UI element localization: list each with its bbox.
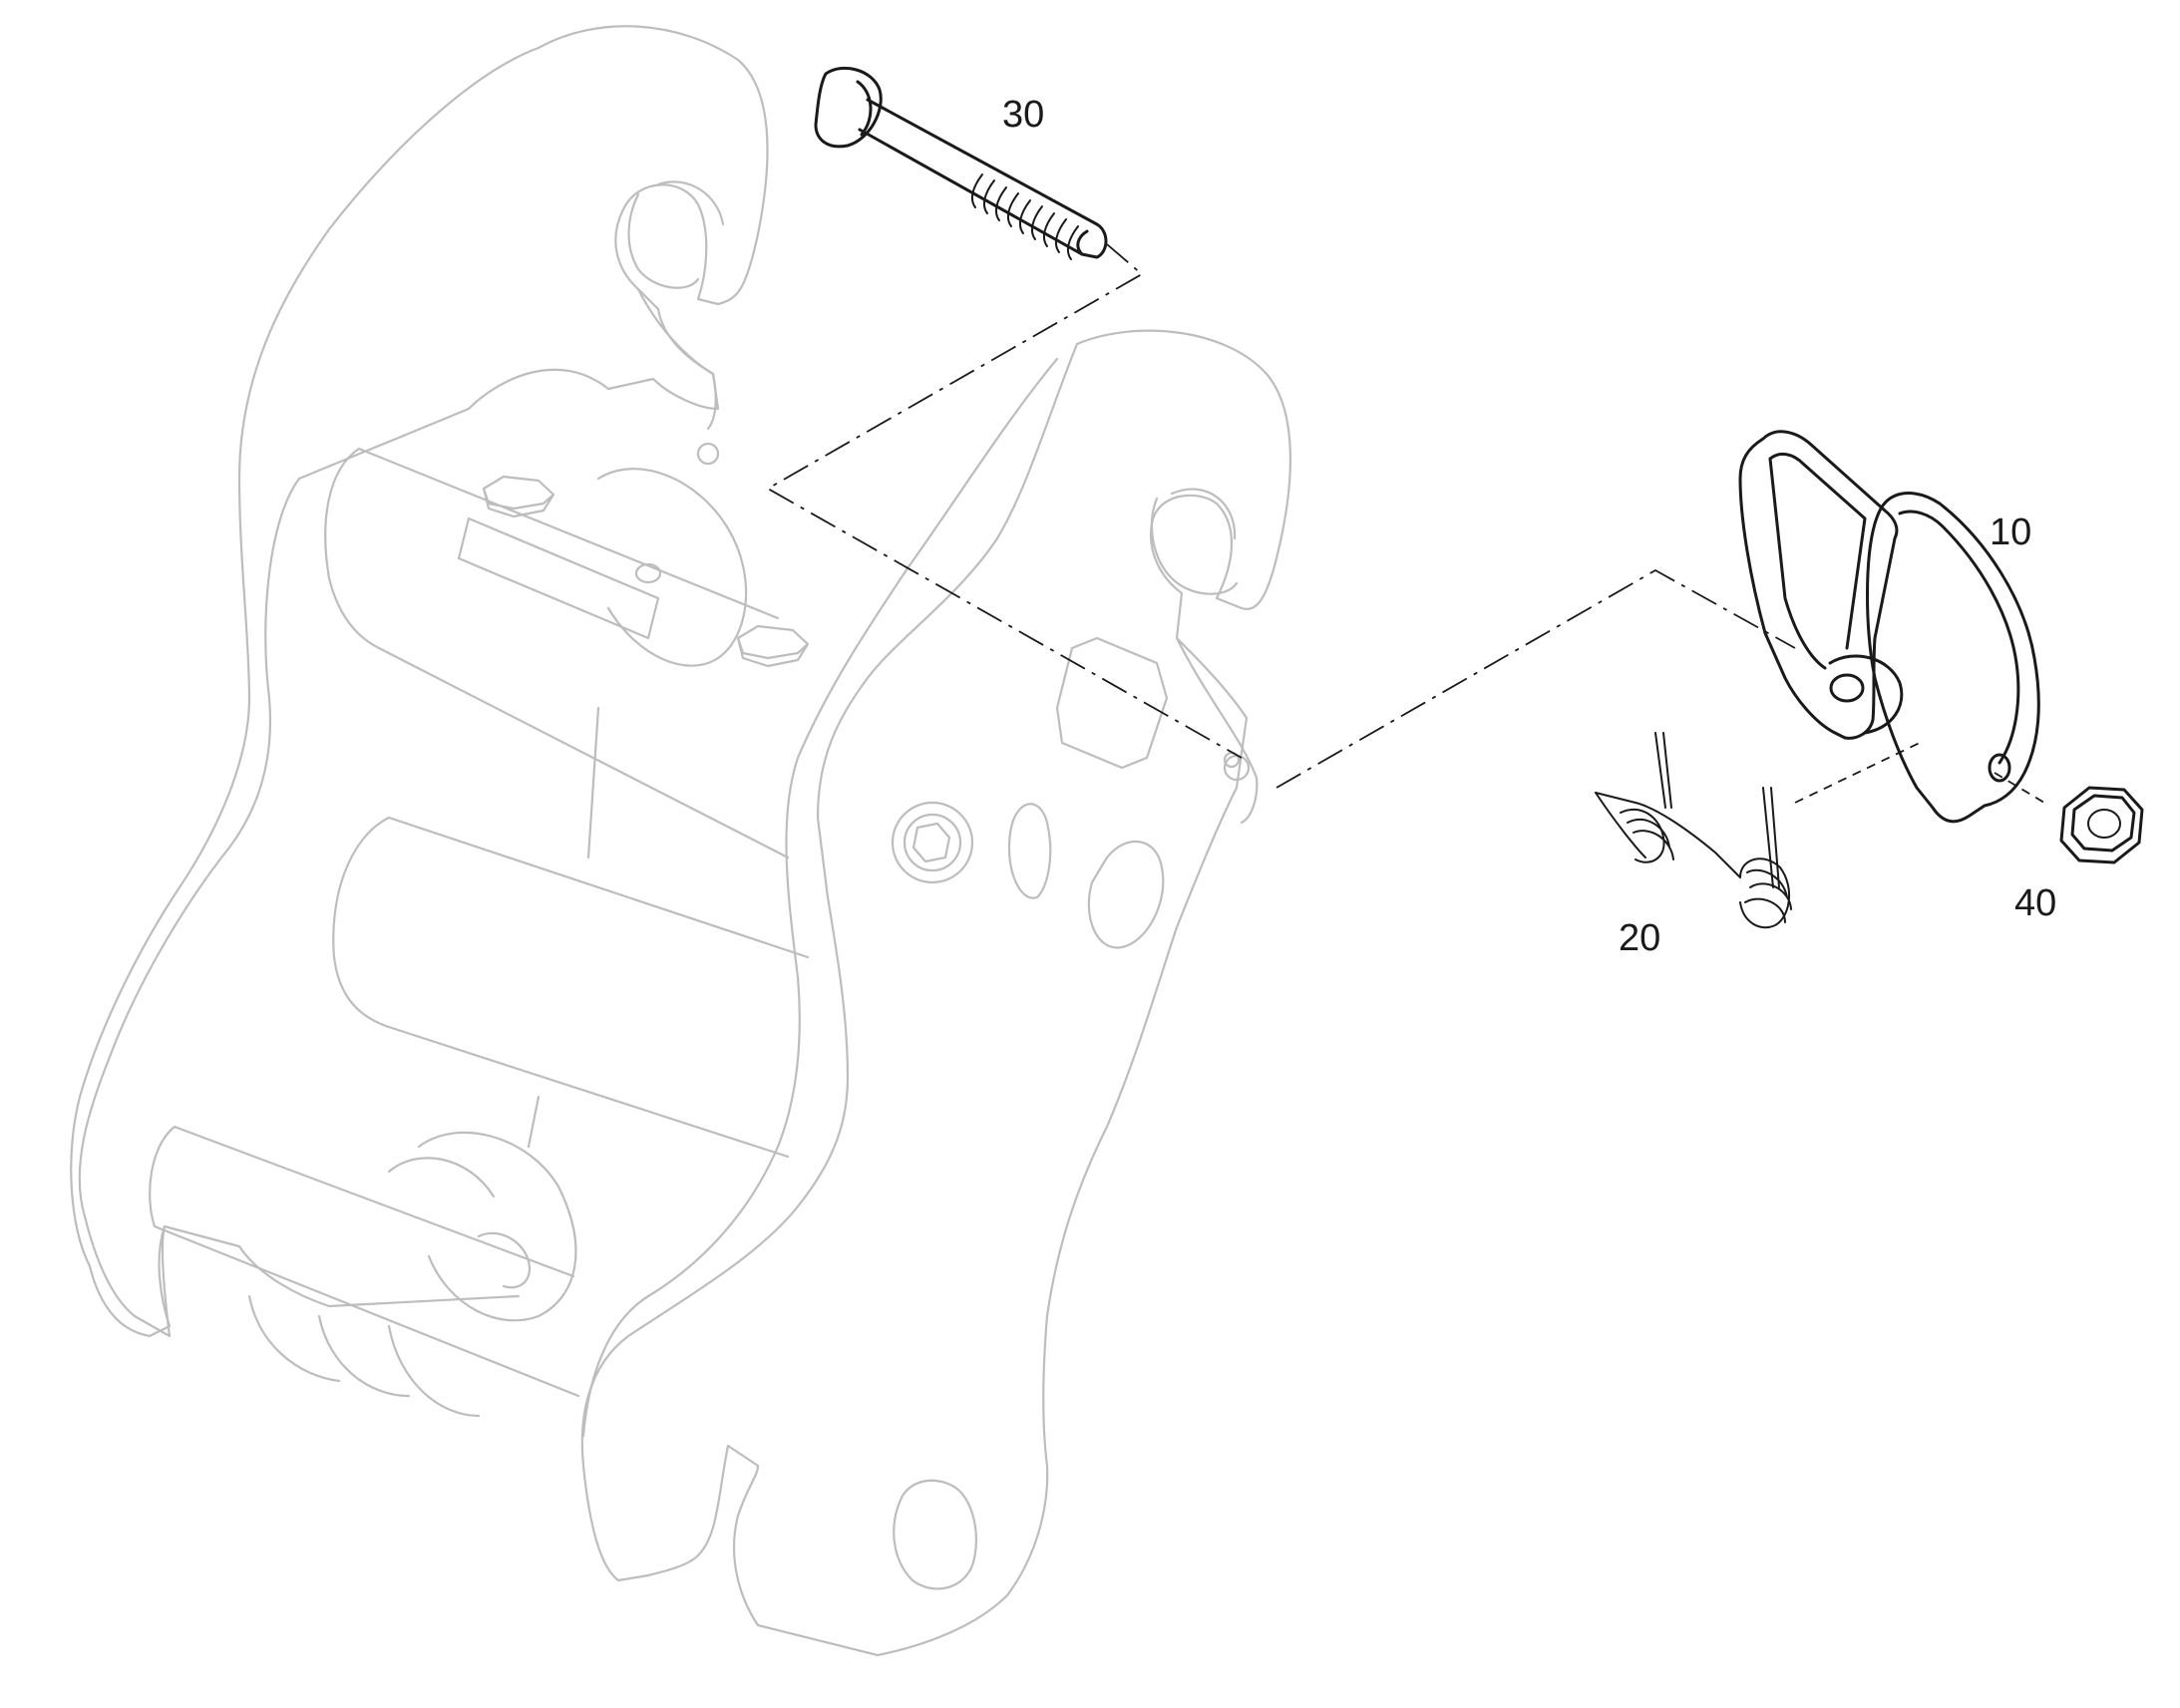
bolt-tip <box>1076 222 1108 259</box>
socket-bolt-inner <box>903 813 962 872</box>
lower-shaft <box>149 1125 580 1398</box>
nut-outline <box>2059 786 2144 864</box>
latch-back-plate <box>1738 430 1899 740</box>
bolt-shank <box>858 98 1099 256</box>
front-plate-inner-edge <box>581 357 1059 1438</box>
front-bottom-hook <box>893 1479 977 1590</box>
front-side-plate <box>580 329 1292 1657</box>
latch-front-plate <box>1866 492 2040 824</box>
nut-bore <box>2087 809 2121 839</box>
rear-plate-tab <box>636 287 717 431</box>
latch-lug <box>1828 654 1904 735</box>
latch-back-inner <box>1768 452 1867 670</box>
latch-hole-rear <box>1829 673 1865 703</box>
middle-cylinder <box>332 816 810 1159</box>
part-30-bolt <box>814 66 1108 260</box>
callout-30: 30 <box>1002 94 1044 136</box>
rear-bottom-hook <box>88 1224 172 1338</box>
part-40-nut <box>2059 786 2144 864</box>
square-pad <box>1055 636 1169 770</box>
oval-hole <box>1087 840 1165 949</box>
spring-leg-left <box>1654 732 1672 809</box>
frame-tie <box>527 706 600 1149</box>
rear-hook <box>627 180 725 289</box>
spring-coil-left <box>1595 792 1674 863</box>
hex-bolt-left <box>482 475 555 518</box>
bolt-head-face <box>856 80 873 137</box>
socket-bolt-outer <box>891 801 974 884</box>
leader-20 <box>1794 742 1921 804</box>
coupler-body-ghost <box>70 25 1292 1657</box>
bolt-head <box>814 66 883 149</box>
slot-hole <box>1007 803 1052 899</box>
assembly-leader-lines <box>766 243 2045 804</box>
latch-pivot-hole <box>1223 754 1251 782</box>
front-hook <box>1150 488 1239 595</box>
callout-20: 20 <box>1619 917 1660 959</box>
bolt-threads <box>970 173 1079 260</box>
leader-30 <box>766 243 1243 759</box>
part-10-latch <box>1738 430 2040 824</box>
rear-plate-hole <box>696 442 720 466</box>
cylinder-pin-hole <box>634 562 662 584</box>
latch-front-inner <box>1898 510 2020 765</box>
leader-40 <box>1994 772 2045 804</box>
spring-coil-right <box>1739 857 1792 929</box>
spring-loop <box>1595 792 1741 878</box>
hex-bolt-right <box>736 624 810 668</box>
plate-tab <box>1175 636 1259 825</box>
part-20-spring <box>1595 732 1792 929</box>
rear-side-plate <box>70 25 769 1338</box>
lower-bushing <box>387 1131 577 1322</box>
lower-rollers <box>247 1294 481 1418</box>
callout-10: 10 <box>1990 512 2031 553</box>
leader-10 <box>1275 568 1796 789</box>
callout-40: 40 <box>2014 882 2056 924</box>
spring-leg-right <box>1762 787 1780 888</box>
socket-bolt-hex <box>911 822 951 863</box>
upper-cylinder <box>324 447 790 859</box>
latch-hole-front <box>1988 753 2011 783</box>
cylinder-end-cap <box>596 468 748 667</box>
nut-face <box>2070 794 2136 853</box>
